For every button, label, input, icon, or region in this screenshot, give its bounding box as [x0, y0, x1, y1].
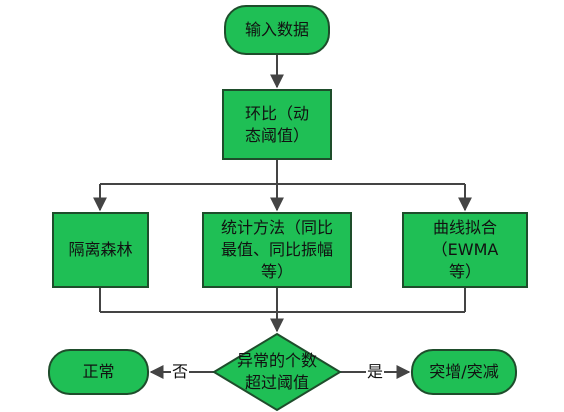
node-surge: 突增/突减 [411, 349, 517, 395]
node-curve-fit: 曲线拟合 （EWMA 等） [402, 212, 528, 288]
node-normal-label: 正常 [82, 362, 115, 381]
node-isolation-forest-label: 隔离森林 [68, 240, 133, 259]
node-input: 输入数据 [224, 5, 330, 55]
node-input-label: 输入数据 [244, 20, 309, 39]
node-ring-ratio-label: 环比（动 态阈值） [244, 103, 309, 145]
node-statistics: 统计方法（同比 最值、同比振幅 等） [202, 212, 352, 288]
node-decision-label: 异常的个数 超过阈值 [236, 351, 317, 392]
decision-diamond [212, 332, 342, 412]
node-statistics-label: 统计方法（同比 最值、同比振幅 等） [220, 218, 333, 281]
edge-label-no: 否 [171, 362, 190, 381]
edge-label-yes: 是 [366, 362, 385, 381]
node-curve-fit-label: 曲线拟合 （EWMA 等） [431, 218, 499, 281]
node-surge-label: 突增/突减 [429, 362, 499, 381]
node-ring-ratio: 环比（动 态阈值） [222, 89, 332, 160]
node-isolation-forest: 隔离森林 [52, 212, 149, 288]
node-normal: 正常 [48, 349, 149, 395]
